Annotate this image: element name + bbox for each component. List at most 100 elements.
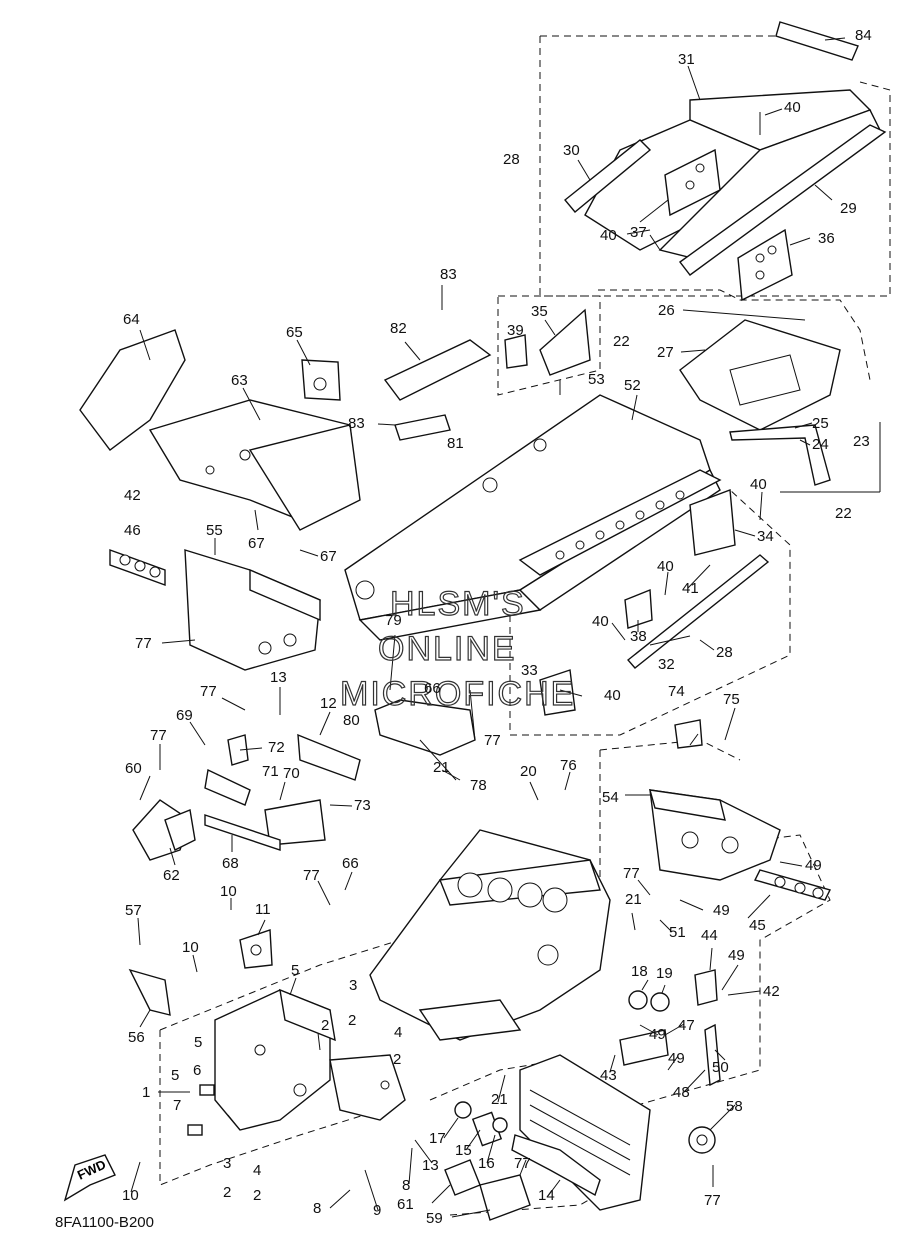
frame-cover-assembly <box>564 21 887 302</box>
part-number-3: 3 <box>349 977 357 994</box>
part-number-49: 49 <box>728 947 745 964</box>
front-suspension-mount <box>187 988 406 1136</box>
part-number-1: 1 <box>142 1084 150 1101</box>
part-number-30: 30 <box>563 142 580 159</box>
part-number-74: 74 <box>668 683 685 700</box>
part-number-24: 24 <box>812 436 829 453</box>
part-number-62: 62 <box>163 867 180 884</box>
part-number-65: 65 <box>286 324 303 341</box>
part-number-57: 57 <box>125 902 142 919</box>
part-number-33: 33 <box>521 662 538 679</box>
part-number-59: 59 <box>426 1210 443 1227</box>
part-number-20: 20 <box>520 763 537 780</box>
part-number-77: 77 <box>623 865 640 882</box>
part-number-31: 31 <box>678 51 695 68</box>
part-number-49: 49 <box>649 1026 666 1043</box>
part-number-40: 40 <box>600 227 617 244</box>
part-number-19: 19 <box>656 965 673 982</box>
part-number-67: 67 <box>320 548 337 565</box>
part-number-70: 70 <box>283 765 300 782</box>
part-number-22: 22 <box>835 505 852 522</box>
left-plates <box>109 549 321 671</box>
part-number-10: 10 <box>122 1187 139 1204</box>
part-number-49: 49 <box>668 1050 685 1067</box>
part-number-66: 66 <box>424 680 441 697</box>
part-number-83: 83 <box>348 415 365 432</box>
part-number-9: 9 <box>373 1202 381 1219</box>
part-number-40: 40 <box>784 99 801 116</box>
part-number-23: 23 <box>853 433 870 450</box>
part-number-84: 84 <box>855 27 872 44</box>
part-number-21: 21 <box>625 891 642 908</box>
part-number-2: 2 <box>393 1051 401 1068</box>
part-number-40: 40 <box>592 613 609 630</box>
part-number-26: 26 <box>658 302 675 319</box>
part-number-22: 22 <box>613 333 630 350</box>
part-number-56: 56 <box>128 1029 145 1046</box>
part-number-60: 60 <box>125 760 142 777</box>
part-number-78: 78 <box>470 777 487 794</box>
part-number-8: 8 <box>402 1177 410 1194</box>
part-number-81: 81 <box>447 435 464 452</box>
part-number-44: 44 <box>701 927 718 944</box>
part-number-35: 35 <box>531 303 548 320</box>
part-number-69: 69 <box>176 707 193 724</box>
part-number-63: 63 <box>231 372 248 389</box>
part-number-54: 54 <box>602 789 619 806</box>
part-number-75: 75 <box>723 691 740 708</box>
part-number-2: 2 <box>321 1017 329 1034</box>
part-number-18: 18 <box>631 963 648 980</box>
mounting-brackets <box>128 699 476 1016</box>
part-number-58: 58 <box>726 1098 743 1115</box>
part-number-82: 82 <box>390 320 407 337</box>
part-number-43: 43 <box>600 1067 617 1084</box>
part-number-38: 38 <box>630 628 647 645</box>
part-number-72: 72 <box>268 739 285 756</box>
watermark: HLSM'S ONLINE MICROFICHE <box>339 584 575 713</box>
part-number-45: 45 <box>749 917 766 934</box>
part-number-2: 2 <box>253 1187 261 1204</box>
part-number-49: 49 <box>713 902 730 919</box>
part-number-28: 28 <box>716 644 733 661</box>
part-number-3: 3 <box>223 1155 231 1172</box>
part-number-4: 4 <box>253 1162 261 1179</box>
part-number-71: 71 <box>262 763 279 780</box>
part-number-79: 79 <box>385 612 402 629</box>
part-number-52: 52 <box>624 377 641 394</box>
rear-bracket-assembly <box>679 319 841 486</box>
part-number-51: 51 <box>669 924 686 941</box>
watermark-line-3: MICROFICHE <box>340 675 575 713</box>
front-frame-assembly <box>79 308 591 531</box>
part-number-80: 80 <box>343 712 360 729</box>
part-number-21: 21 <box>491 1091 508 1108</box>
part-number-37: 37 <box>630 224 647 241</box>
part-number-36: 36 <box>818 230 835 247</box>
part-number-15: 15 <box>455 1142 472 1159</box>
part-number-2: 2 <box>223 1184 231 1201</box>
part-number-53: 53 <box>588 371 605 388</box>
part-number-7: 7 <box>173 1097 181 1114</box>
part-number-5: 5 <box>171 1067 179 1084</box>
part-number-46: 46 <box>124 522 141 539</box>
part-number-10: 10 <box>182 939 199 956</box>
part-number-27: 27 <box>657 344 674 361</box>
part-number-5: 5 <box>291 962 299 979</box>
part-number-34: 34 <box>757 528 774 545</box>
part-number-64: 64 <box>123 311 140 328</box>
part-number-77: 77 <box>135 635 152 652</box>
part-number-47: 47 <box>678 1017 695 1034</box>
part-number-6: 6 <box>193 1062 201 1079</box>
part-number-14: 14 <box>538 1187 555 1204</box>
part-number-8: 8 <box>313 1200 321 1217</box>
part-number-11: 11 <box>255 901 271 918</box>
part-number-61: 61 <box>397 1196 414 1213</box>
part-number-13: 13 <box>270 669 287 686</box>
part-number-12: 12 <box>320 695 337 712</box>
part-number-77: 77 <box>704 1192 721 1209</box>
part-number-40: 40 <box>657 558 674 575</box>
part-number-21: 21 <box>433 759 450 776</box>
part-number-77: 77 <box>200 683 217 700</box>
part-number-39: 39 <box>507 322 524 339</box>
